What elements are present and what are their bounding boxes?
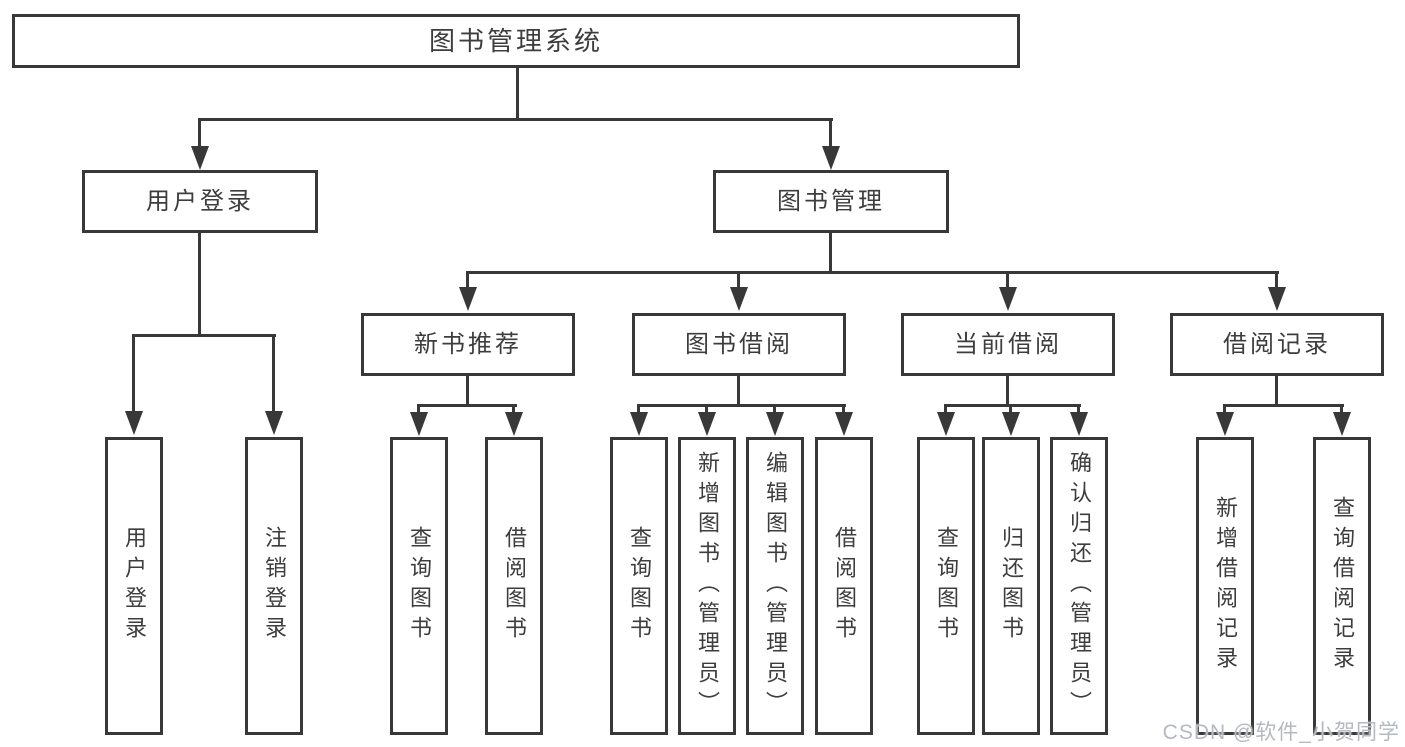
- connector-line: [1275, 376, 1278, 407]
- node-user-login: 用户登录: [82, 170, 318, 233]
- arrow-down-icon: [1333, 412, 1351, 436]
- connector-line: [637, 404, 640, 416]
- arrow-down-icon: [630, 412, 648, 436]
- node-current-borrow: 当前借阅: [901, 313, 1115, 376]
- leaf-return-book: 归还图书: [982, 437, 1040, 735]
- connector-line: [737, 376, 740, 407]
- arrow-down-icon: [766, 412, 784, 436]
- connector-line: [512, 404, 515, 416]
- connector-line: [198, 118, 201, 152]
- connector-line: [773, 404, 776, 416]
- connector-line: [1009, 404, 1012, 416]
- arrow-down-icon: [125, 411, 143, 435]
- leaf-add-book-admin: 新增图书（管理员）: [678, 437, 736, 735]
- arrow-down-icon: [459, 287, 477, 311]
- connector-line: [132, 334, 276, 337]
- connector-line: [198, 118, 833, 121]
- leaf-query-borrow-record: 查询借阅记录: [1313, 437, 1371, 735]
- arrow-down-icon: [265, 411, 283, 435]
- leaf-borrow-books: 借阅图书: [815, 437, 873, 735]
- connector-line: [1275, 271, 1278, 293]
- connector-line: [272, 334, 275, 414]
- connector-line: [466, 271, 1279, 274]
- leaf-query-books-current: 查询图书: [917, 437, 975, 735]
- arrow-down-icon: [1070, 412, 1088, 436]
- connector-line: [1006, 376, 1009, 407]
- connector-line: [829, 118, 832, 152]
- node-book-management: 图书管理: [713, 170, 949, 233]
- arrow-down-icon: [1216, 412, 1234, 436]
- arrow-down-icon: [1268, 287, 1286, 311]
- leaf-confirm-return-admin: 确认归还（管理员）: [1050, 437, 1108, 735]
- csdn-watermark: CSDN @软件_小贺同学: [1162, 721, 1400, 744]
- leaf-query-books-recommend: 查询图书: [390, 437, 448, 735]
- arrow-down-icon: [937, 412, 955, 436]
- leaf-add-borrow-record: 新增借阅记录: [1196, 437, 1254, 735]
- arrow-down-icon: [835, 412, 853, 436]
- arrow-down-icon: [505, 412, 523, 436]
- connector-line: [417, 404, 420, 416]
- connector-line: [516, 68, 519, 121]
- arrow-down-icon: [191, 146, 209, 170]
- connector-line: [417, 404, 517, 407]
- connector-line: [1340, 404, 1343, 416]
- leaf-borrow-books-recommend: 借阅图书: [485, 437, 543, 735]
- node-book-management-system: 图书管理系统: [12, 14, 1020, 68]
- leaf-query-books-borrow: 查询图书: [610, 437, 668, 735]
- connector-line: [466, 376, 469, 407]
- connector-line: [466, 271, 469, 293]
- connector-line: [737, 271, 740, 293]
- node-borrow-records: 借阅记录: [1170, 313, 1384, 376]
- connector-line: [1077, 404, 1080, 416]
- connector-line: [198, 233, 201, 337]
- arrow-down-icon: [410, 412, 428, 436]
- leaf-edit-book-admin: 编辑图书（管理员）: [746, 437, 804, 735]
- connector-line: [1006, 271, 1009, 293]
- connector-line: [637, 404, 846, 407]
- arrow-down-icon: [1002, 412, 1020, 436]
- arrow-down-icon: [698, 412, 716, 436]
- connector-line: [1223, 404, 1226, 416]
- node-book-borrow: 图书借阅: [632, 313, 846, 376]
- connector-line: [132, 334, 135, 414]
- connector-line: [705, 404, 708, 416]
- arrow-down-icon: [822, 146, 840, 170]
- leaf-logout: 注销登录: [245, 437, 303, 735]
- connector-line: [1223, 404, 1344, 407]
- node-new-book-recommend: 新书推荐: [361, 313, 575, 376]
- connector-line: [944, 404, 1081, 407]
- connector-line: [829, 233, 832, 274]
- leaf-user-login: 用户登录: [105, 437, 163, 735]
- arrow-down-icon: [730, 287, 748, 311]
- connector-line: [944, 404, 947, 416]
- connector-line: [842, 404, 845, 416]
- arrow-down-icon: [999, 287, 1017, 311]
